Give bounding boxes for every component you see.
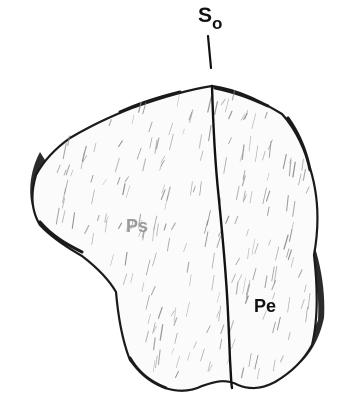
so-marker-tick — [208, 36, 211, 68]
so-label-main: S — [198, 4, 212, 27]
rock-outline — [33, 86, 318, 391]
region-label-pe: Pe — [254, 296, 276, 316]
so-label: So — [198, 4, 222, 33]
so-label-subscript: o — [212, 14, 222, 33]
region-label-ps: Ps — [126, 216, 148, 236]
